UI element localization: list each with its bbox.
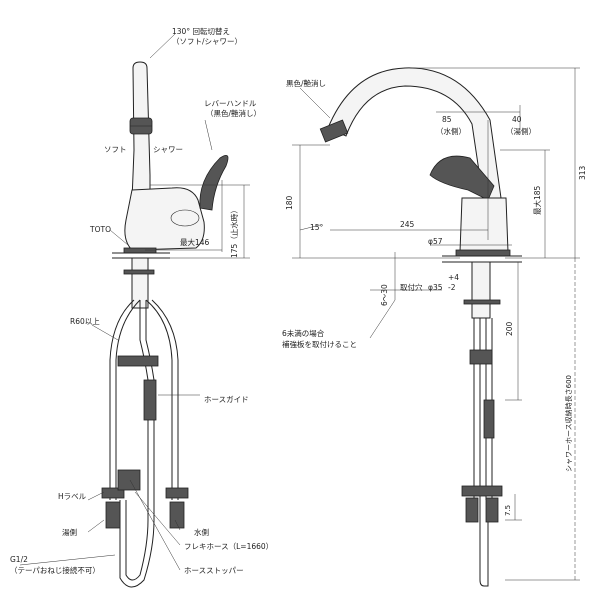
dim-max146: 最大146 — [180, 237, 210, 247]
dim-175: 175（止水時） — [229, 206, 239, 258]
left-hose-guide — [117, 355, 159, 367]
dim-40: 40 — [512, 115, 522, 124]
label-water-side: 水側 — [194, 527, 209, 537]
right-spout-tip — [319, 119, 349, 143]
label-toto: TOTO — [89, 225, 111, 234]
right-faucet-body — [459, 197, 509, 253]
left-side-view: 130° 回転切替え （ソフト/シャワー） レバーハンドル （黒色/艶消し） ソ… — [10, 26, 273, 588]
dim-15deg: 15° — [310, 223, 324, 232]
left-flexi-hose-water — [145, 299, 173, 500]
dim-85-sub: （水側） — [436, 126, 466, 136]
label-lever: レバーハンドル — [204, 99, 257, 108]
dim-85: 85 — [442, 115, 452, 124]
left-lever-handle — [199, 154, 229, 211]
dim-7-5: 7.5 — [504, 505, 512, 516]
dim-phi35: φ35 — [428, 283, 443, 292]
label-rotation: 130° 回転切替え — [172, 26, 230, 36]
right-front-view: 黒色/艶消し 180 15° 85 （水側） 40 （湯側） 313 最大185… — [282, 67, 587, 587]
label-hose-guide: ホースガイド — [204, 394, 249, 404]
label-flexi-hose: フレキホース（L=1660） — [184, 542, 273, 551]
label-h-label: Hラベル — [58, 492, 87, 501]
dim-180: 180 — [285, 195, 294, 210]
left-shower-hose — [125, 300, 149, 581]
label-shower: シャワー — [153, 145, 183, 154]
dim-40-sub: （湯側） — [506, 126, 536, 136]
label-hot-side: 湯側 — [62, 527, 77, 537]
right-lever-handle — [429, 155, 495, 201]
label-soft: ソフト — [104, 145, 127, 154]
dim-200: 200 — [505, 321, 514, 336]
left-faucet-body — [124, 187, 205, 251]
right-base — [455, 249, 511, 257]
left-connector-water — [165, 487, 189, 499]
dim-tol-plus: +4 — [448, 273, 459, 282]
dim-6-30: 6〜30 — [380, 284, 389, 306]
dim-tol-minus: -2 — [448, 283, 456, 292]
dim-313: 313 — [578, 165, 587, 180]
left-flexi-hose-hot — [109, 299, 135, 500]
label-lever-sub: （黒色/艶消し） — [206, 108, 261, 118]
left-base-plate — [123, 247, 157, 254]
label-mount-hole: 取付穴 — [400, 282, 423, 292]
label-hose-stopper: ホースストッパー — [184, 566, 244, 575]
label-rotation-sub: （ソフト/シャワー） — [172, 37, 242, 46]
label-shower-hose-length: シャワーホース収納時長さ600 — [564, 375, 573, 472]
label-g12: G1/2 — [10, 555, 28, 564]
label-reinforce: 補強板を取付けること — [282, 339, 357, 349]
label-black-matte: 黒色/艶消し — [286, 78, 326, 88]
left-hose-stopper — [117, 469, 141, 491]
dim-phi57: φ57 — [428, 237, 443, 246]
right-hose-guide — [469, 349, 493, 365]
dim-max185: 最大185 — [532, 185, 542, 215]
right-connectors — [461, 485, 503, 497]
dim-245: 245 — [400, 220, 415, 229]
right-shank — [471, 261, 491, 319]
label-six-under: 6未満の場合 — [282, 328, 325, 338]
label-g12-sub: （テーパおねじ接続不可） — [10, 565, 100, 575]
label-r60: R60以上 — [70, 317, 100, 326]
